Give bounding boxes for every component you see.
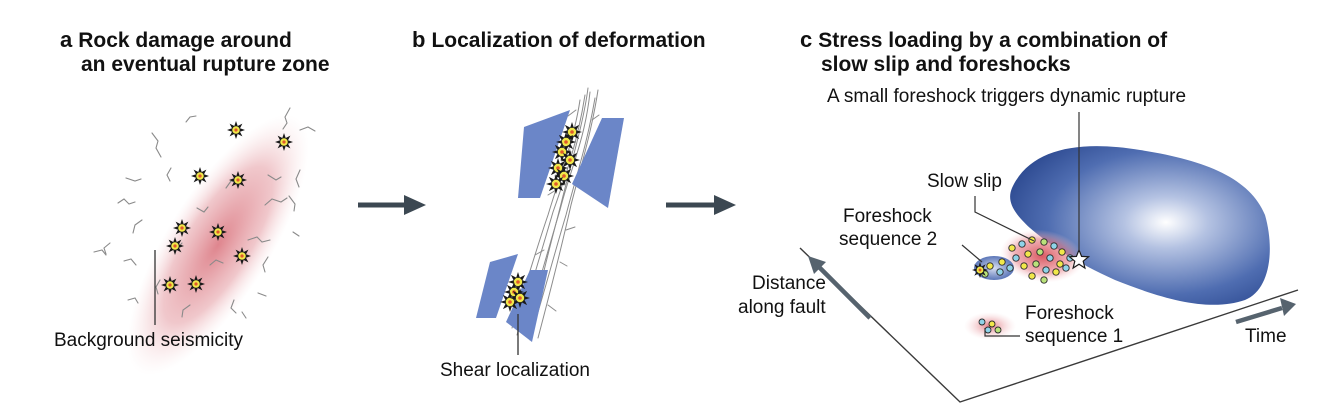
arrow-b-to-c <box>666 195 736 215</box>
foreshock-event-dot <box>1040 238 1048 246</box>
label-time-axis: Time <box>1245 326 1287 347</box>
foreshock-event-dot <box>1028 272 1036 280</box>
foreshock-sequence-2-star <box>972 262 988 278</box>
seismic-event-star <box>191 167 209 185</box>
arrow-a-to-b <box>358 195 426 215</box>
foreshock-event-dot <box>1042 266 1050 274</box>
seismic-event-star <box>187 275 205 293</box>
dynamic-rupture-area <box>1010 146 1270 305</box>
seismic-event-star <box>510 288 530 308</box>
seismic-event-star <box>229 171 247 189</box>
foreshock-event-dot <box>996 268 1004 276</box>
seismic-event-star <box>275 133 293 151</box>
label-distance-line-2: along fault <box>738 297 826 318</box>
time-arrow <box>1235 298 1296 325</box>
foreshock-event-dot <box>1046 254 1054 262</box>
shear-arrow-upper-right <box>572 118 624 208</box>
foreshock-event-dot <box>998 258 1006 266</box>
panel-a-artwork <box>93 107 316 376</box>
shear-arrow-lower-left <box>476 254 518 318</box>
foreshock-event-dot <box>984 326 992 334</box>
label-foreshock-seq1-line-2: sequence 1 <box>1025 326 1124 347</box>
distance-arrow <box>808 256 872 320</box>
background-seismicity-events <box>161 121 293 294</box>
label-foreshock-seq1-line-1: Foreshock <box>1025 303 1114 324</box>
foreshock-event-dot <box>1062 264 1070 272</box>
seismic-event-star <box>209 223 227 241</box>
shear-arrow-upper-left <box>518 110 570 198</box>
label-background-seismicity: Background seismicity <box>54 330 244 351</box>
seismic-event-star <box>560 150 580 170</box>
label-slow-slip: Slow slip <box>927 171 1002 192</box>
foreshock-events <box>972 236 1074 334</box>
seismic-event-star <box>161 276 179 294</box>
panel-c-artwork <box>799 112 1299 403</box>
foreshock-event-dot <box>1020 262 1028 270</box>
callout-leaders-c <box>961 112 1080 337</box>
seismic-event-star <box>166 237 184 255</box>
foreshock-event-dot <box>1008 244 1016 252</box>
foreshock-event-dot <box>1006 264 1014 272</box>
panel-a-letter: a <box>60 27 73 52</box>
foreshock-event-dot <box>1036 248 1044 256</box>
panel-a-title-line-2: an eventual rupture zone <box>81 53 330 76</box>
foreshock-event-dot <box>1058 248 1066 256</box>
label-dynamic-rupture-trigger: A small foreshock triggers dynamic ruptu… <box>827 86 1187 107</box>
foreshock-event-dot <box>1052 268 1060 276</box>
foreshock-event-dot <box>988 320 996 328</box>
panel-c-title-line-2: slow slip and foreshocks <box>821 53 1071 76</box>
triggering-foreshock-star <box>1067 248 1091 270</box>
foreshock-event-dot <box>978 318 986 326</box>
foreshock-event-dot <box>1056 260 1064 268</box>
foreshock-event-dot <box>1040 276 1048 284</box>
foreshock-event-dot <box>986 262 994 270</box>
foreshock-event-dot <box>994 326 1002 334</box>
panel-b-letter: b <box>412 27 426 52</box>
panel-a-title-line-1: Rock damage around <box>78 29 292 52</box>
panel-b-artwork <box>476 87 624 355</box>
seismic-event-star <box>227 121 245 139</box>
foreshock-event-dot <box>1050 242 1058 250</box>
label-foreshock-seq2-line-1: Foreshock <box>843 206 932 227</box>
panel-c-letter: c <box>800 27 813 52</box>
seismic-event-star <box>546 174 566 194</box>
seismic-event-star <box>233 247 251 265</box>
panel-b-title-line-1: Localization of deformation <box>431 29 706 52</box>
label-distance-line-1: Distance <box>752 273 826 294</box>
label-shear-localization: Shear localization <box>440 360 590 381</box>
foreshock-event-dot <box>1024 250 1032 258</box>
shear-arrow-lower-right <box>506 270 548 342</box>
panel-c-title-line-1: Stress loading by a combination of <box>818 29 1168 52</box>
label-foreshock-seq2-line-2: sequence 2 <box>839 229 938 250</box>
foreshock-event-dot <box>1032 260 1040 268</box>
localized-seismicity-events <box>500 122 582 312</box>
foreshock-event-dot <box>1012 254 1020 262</box>
foreshock-event-dot <box>1018 240 1026 248</box>
damage-zone <box>127 114 309 376</box>
seismic-event-star <box>173 219 191 237</box>
